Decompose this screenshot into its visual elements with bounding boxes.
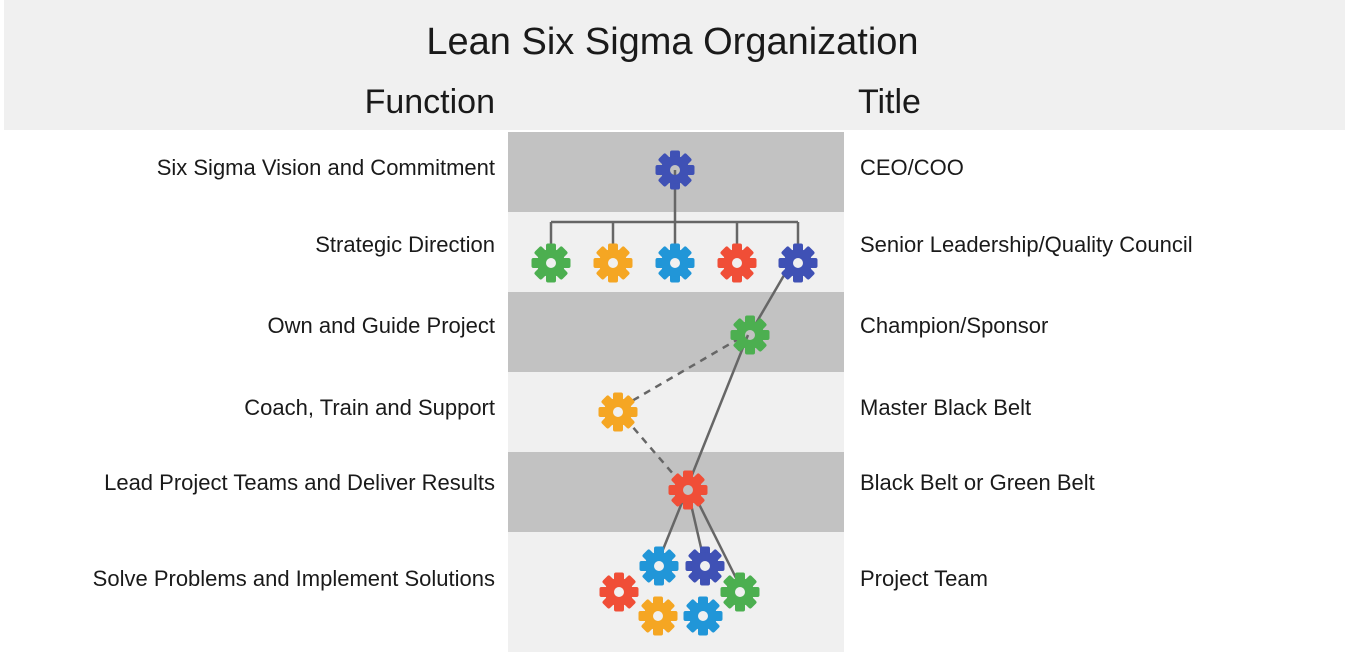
title-label-3: Champion/Sponsor (860, 313, 1049, 338)
gear-icon (685, 546, 725, 586)
title-label-1: CEO/COO (860, 155, 964, 180)
gear-icon (639, 546, 679, 586)
title-label-2: Senior Leadership/Quality Council (860, 232, 1193, 257)
band-row-6 (508, 532, 844, 652)
function-label-6: Solve Problems and Implement Solutions (92, 566, 495, 591)
gear-icon (778, 243, 818, 283)
title-label-4: Master Black Belt (860, 395, 1032, 420)
connector-belt-team-3 (695, 499, 740, 583)
title-column-header: Title (858, 83, 921, 121)
header-band (4, 0, 1345, 130)
connectors (549, 170, 800, 583)
function-label-2: Strategic Direction (315, 232, 495, 257)
gear-icon (730, 315, 770, 355)
title-label-5: Black Belt or Green Belt (860, 470, 1095, 495)
band-row-4 (508, 372, 844, 452)
gear-icon (599, 572, 639, 612)
connector-champion-belt (688, 334, 750, 481)
gear-icon (638, 596, 678, 636)
connector-belt-team-1 (660, 499, 685, 553)
function-label-4: Coach, Train and Support (244, 395, 495, 420)
diagram-title: Lean Six Sigma Organization (426, 21, 919, 63)
function-column-header: Function (364, 83, 495, 121)
gear-icon (598, 392, 638, 432)
connector-mbb-belt (624, 417, 681, 483)
gear-icon (655, 150, 695, 190)
gear-icon (668, 470, 708, 510)
function-label-3: Own and Guide Project (267, 313, 495, 338)
band-row-3 (508, 292, 844, 372)
gear-icon (720, 572, 760, 612)
function-label-5: Lead Project Teams and Deliver Results (104, 470, 495, 495)
gear-icon (655, 243, 695, 283)
gear-icon (593, 243, 633, 283)
gear-icon (531, 243, 571, 283)
title-label-6: Project Team (860, 566, 988, 591)
connector-champion-mbb (624, 336, 741, 407)
gear-icon (683, 596, 723, 636)
gear-icon (717, 243, 757, 283)
function-label-1: Six Sigma Vision and Commitment (156, 155, 495, 180)
